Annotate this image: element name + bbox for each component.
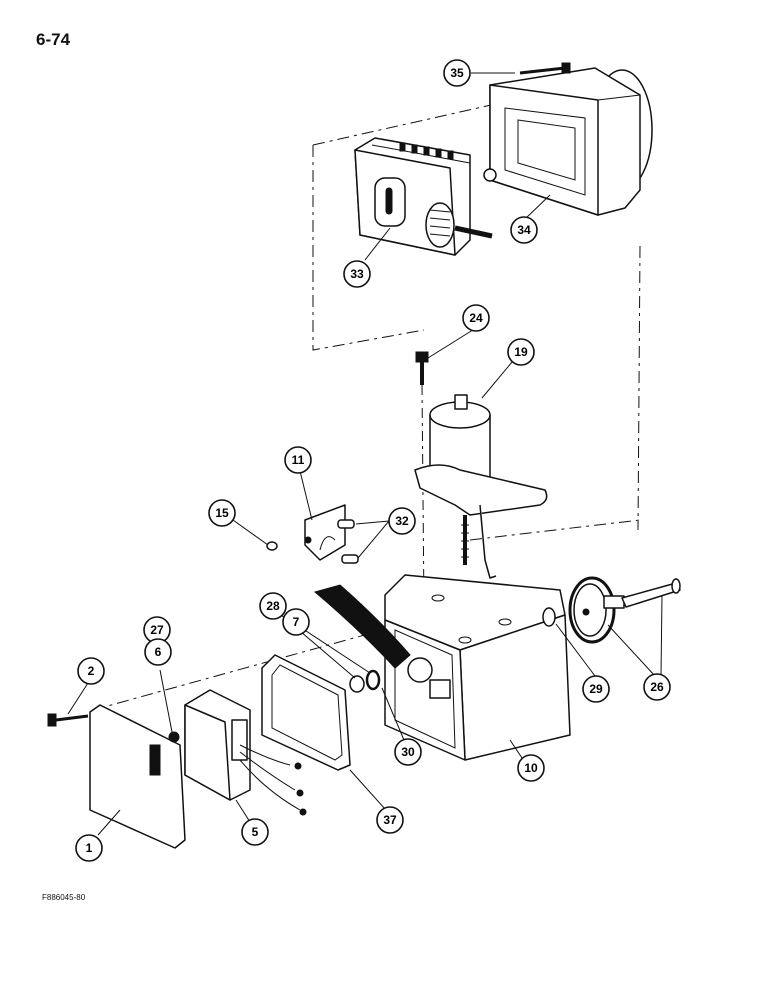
callout-10: 10 [517, 754, 545, 782]
part-5-cover-terminal [184, 689, 307, 816]
svg-text:35: 35 [450, 66, 464, 80]
part-11-plate [304, 504, 346, 561]
callout-11: 11 [284, 446, 312, 474]
callout-32: 32 [388, 507, 416, 535]
callout-15: 15 [208, 499, 236, 527]
callout-30: 30 [394, 738, 422, 766]
svg-text:11: 11 [292, 453, 305, 467]
callout-26: 26 [643, 673, 671, 701]
svg-text:6: 6 [155, 645, 162, 659]
svg-text:34: 34 [517, 223, 531, 237]
callout-1: 1 [75, 834, 103, 862]
part-29-washer [542, 607, 556, 627]
callout-5: 5 [241, 818, 269, 846]
callout-29: 29 [582, 675, 610, 703]
callout-19: 19 [507, 338, 535, 366]
part-6-nut [168, 731, 180, 743]
assembly-direction-arrow [313, 584, 411, 669]
svg-text:27: 27 [150, 623, 164, 637]
part-24-bolt [415, 351, 429, 611]
part-34-housing [489, 67, 653, 216]
svg-text:19: 19 [514, 345, 528, 359]
part-1-cover-plate [89, 704, 186, 849]
part-32-pins [337, 519, 359, 564]
figure-code: F886045-80 [42, 893, 86, 902]
svg-text:29: 29 [589, 682, 603, 696]
svg-text:10: 10 [524, 761, 538, 775]
part-2-screw [47, 713, 89, 727]
svg-text:32: 32 [395, 514, 409, 528]
svg-text:30: 30 [401, 745, 415, 759]
assembly-boundary-lower [92, 627, 391, 711]
assembly-boundary-mid [469, 519, 641, 541]
part-15-washer [266, 541, 278, 551]
svg-text:37: 37 [383, 813, 397, 827]
svg-text:33: 33 [350, 267, 364, 281]
callout-35: 35 [443, 59, 471, 87]
callout-27: 27 [143, 616, 171, 644]
callout-6: 6 [144, 638, 172, 666]
svg-text:2: 2 [88, 664, 95, 678]
part-10-gearbox-housing [384, 574, 571, 761]
svg-text:26: 26 [650, 680, 664, 694]
page-number: 6-74 [36, 30, 71, 49]
svg-text:24: 24 [469, 311, 483, 325]
part-28-7-washer-nut [349, 669, 381, 693]
part-35-screw [519, 62, 571, 75]
part-33-switch-assembly [354, 137, 497, 256]
svg-text:7: 7 [293, 615, 300, 629]
assembly-boundary-right [637, 245, 641, 531]
callout-34: 34 [510, 216, 538, 244]
svg-text:28: 28 [266, 599, 280, 613]
part-37-gasket [261, 654, 351, 771]
svg-text:15: 15 [215, 506, 229, 520]
callout-37: 37 [376, 806, 404, 834]
callout-2: 2 [77, 657, 105, 685]
callout-33: 33 [343, 260, 371, 288]
assembly-boundary-upper [312, 102, 501, 146]
svg-text:5: 5 [252, 825, 259, 839]
svg-text:1: 1 [86, 841, 93, 855]
callout-24: 24 [462, 304, 490, 332]
callout-28: 28 [259, 592, 287, 620]
assembly-boundary-left [312, 145, 425, 351]
part-26-gear [568, 576, 681, 644]
callout-7: 7 [282, 608, 310, 636]
part-19-motor [414, 394, 548, 579]
